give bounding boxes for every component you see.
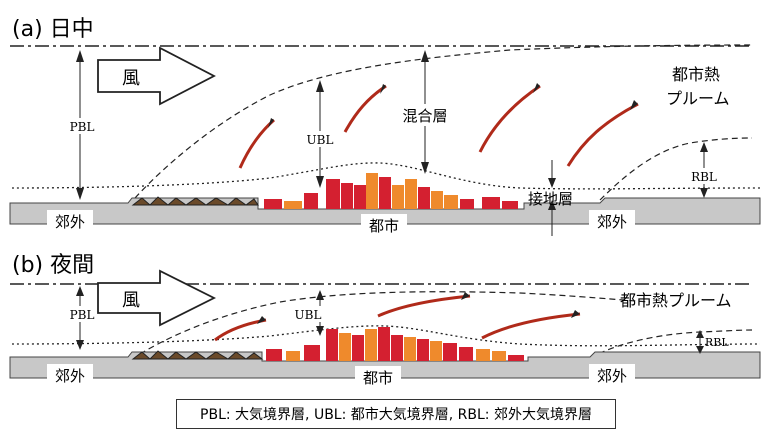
plume-label-a-line2: プルーム [666,89,730,108]
building [266,349,282,361]
suburb-left-label-b: 郊外 [55,367,85,385]
pbl-arrow-down [76,188,84,200]
building [264,199,282,209]
building [341,183,353,209]
panel-a: (a) 日中 PBL 風 郊外 都市 郊外 [9,17,761,236]
building [492,351,506,361]
building [304,345,320,361]
building [431,191,443,209]
building [444,195,458,209]
building [476,349,490,361]
legend: PBL: 大気境界層, UBL: 都市大気境界層, RBL: 郊外大気境界層 [176,399,616,429]
ubl-label-b: UBL [295,308,322,322]
surface-layer-boundary [11,162,761,190]
building [404,337,416,361]
rbl-label-b: RBL [705,336,729,349]
building [418,187,430,209]
building [326,329,338,361]
plume-label-a-line1: 都市熱 [672,65,720,84]
building [508,355,524,361]
rbl-curve-b [589,329,753,359]
building [378,327,390,361]
building [482,197,500,209]
building [502,201,518,209]
surface-layer-label: 接地層 [528,190,573,208]
plume-arrow-a1 [238,118,275,169]
panel-b-title: (b) 夜間 [12,253,94,278]
building [326,179,340,209]
wind-arrow-b [97,269,217,327]
suburb-houses-a [131,196,259,206]
city-buildings-b [266,327,524,361]
surface-layer-arrow-down [548,178,556,188]
suburb-right-label-a: 郊外 [597,213,627,231]
wind-label-b: 風 [122,290,140,311]
city-label-a: 都市 [369,217,399,235]
building [460,199,474,209]
building [352,335,364,361]
building [286,351,300,361]
plume-arrow-a4 [566,102,639,167]
surface-layer-boundary-b [11,325,761,347]
plume-arrow-a3 [478,84,541,153]
building [392,185,404,209]
building [430,341,442,361]
wind-label-a: 風 [122,68,140,89]
building [366,173,378,209]
pbl-label-a: PBL [70,120,95,134]
panel-b: (b) 夜間 PBL 風 郊外 都市 郊外 UBL [9,253,761,388]
legend-text: PBL: 大気境界層, UBL: 都市大気境界層, RBL: 郊外大気境界層 [200,407,592,423]
pbl-arrow-up [76,50,84,62]
mixed-layer-label: 混合層 [402,107,447,125]
surface-layer-arrow-up [548,200,556,210]
building [339,333,351,361]
building [304,193,318,209]
building [417,339,429,361]
city-label-b: 都市 [363,369,393,387]
ubl-label-a: UBL [307,133,334,147]
building [379,177,391,209]
building [405,179,417,209]
suburb-right-label-b: 郊外 [597,367,627,385]
city-buildings-a [264,173,518,209]
building [284,201,302,209]
suburb-houses-b [131,350,264,360]
pbl-label-b: PBL [70,308,95,322]
rbl-label-a: RBL [691,170,717,184]
ubl-envelope-a [134,44,753,199]
building [365,329,377,361]
suburb-left-label-a: 郊外 [55,213,85,231]
plume-arrow-b2 [377,294,471,318]
building [459,347,473,361]
plume-label-b: 都市熱プルーム [620,291,732,310]
plume-arrow-b3 [481,312,581,340]
building [443,343,457,361]
building [391,335,403,361]
building [354,185,366,209]
wind-arrow-a [97,46,216,106]
panel-a-title: (a) 日中 [12,17,94,42]
rbl-curve-a [599,137,753,201]
plume-arrow-a2 [343,84,387,133]
